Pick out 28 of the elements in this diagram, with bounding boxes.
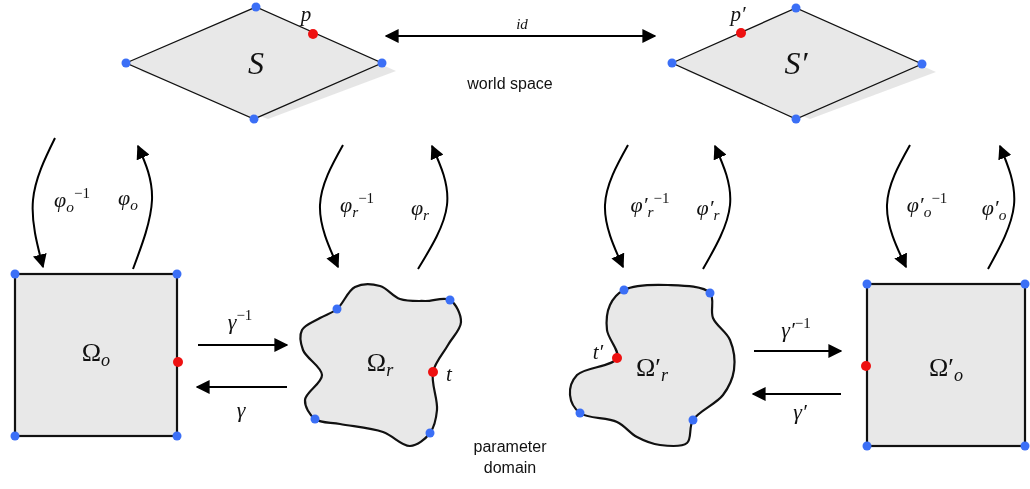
- arrow: [753, 344, 843, 358]
- arrow: [604, 144, 629, 269]
- arrow: [417, 144, 449, 270]
- point-label: p′: [730, 3, 746, 25]
- arrow: [195, 380, 288, 394]
- arrow: [31, 137, 56, 269]
- arrow: [886, 144, 911, 269]
- domain-label: Ω′$_{r}$: [635, 355, 669, 385]
- arrow: [319, 144, 344, 269]
- domain-label: Ω$_{r}$: [366, 350, 394, 380]
- point-label: t′: [592, 341, 604, 363]
- arrow: [132, 144, 154, 270]
- point-label: t: [446, 363, 452, 385]
- arrow: [197, 338, 289, 352]
- region-label: parameter domain: [472, 437, 548, 478]
- arrow: [751, 387, 842, 401]
- edge-label: γ′$^{−1}$: [780, 315, 812, 341]
- arrow: [987, 144, 1016, 270]
- domain-label: Ω′$_{o}$: [928, 355, 964, 385]
- arrow: [702, 144, 732, 270]
- point-label: p: [300, 3, 312, 25]
- region-label: world space: [466, 73, 554, 94]
- domain-label: S′: [784, 47, 808, 79]
- edge-label: id: [515, 16, 529, 32]
- edge-label: γ$^{−1}$: [226, 307, 254, 333]
- arrow: [384, 29, 657, 43]
- domain-label: Ω$_{o}$: [81, 340, 111, 370]
- domain-label: S: [248, 47, 264, 79]
